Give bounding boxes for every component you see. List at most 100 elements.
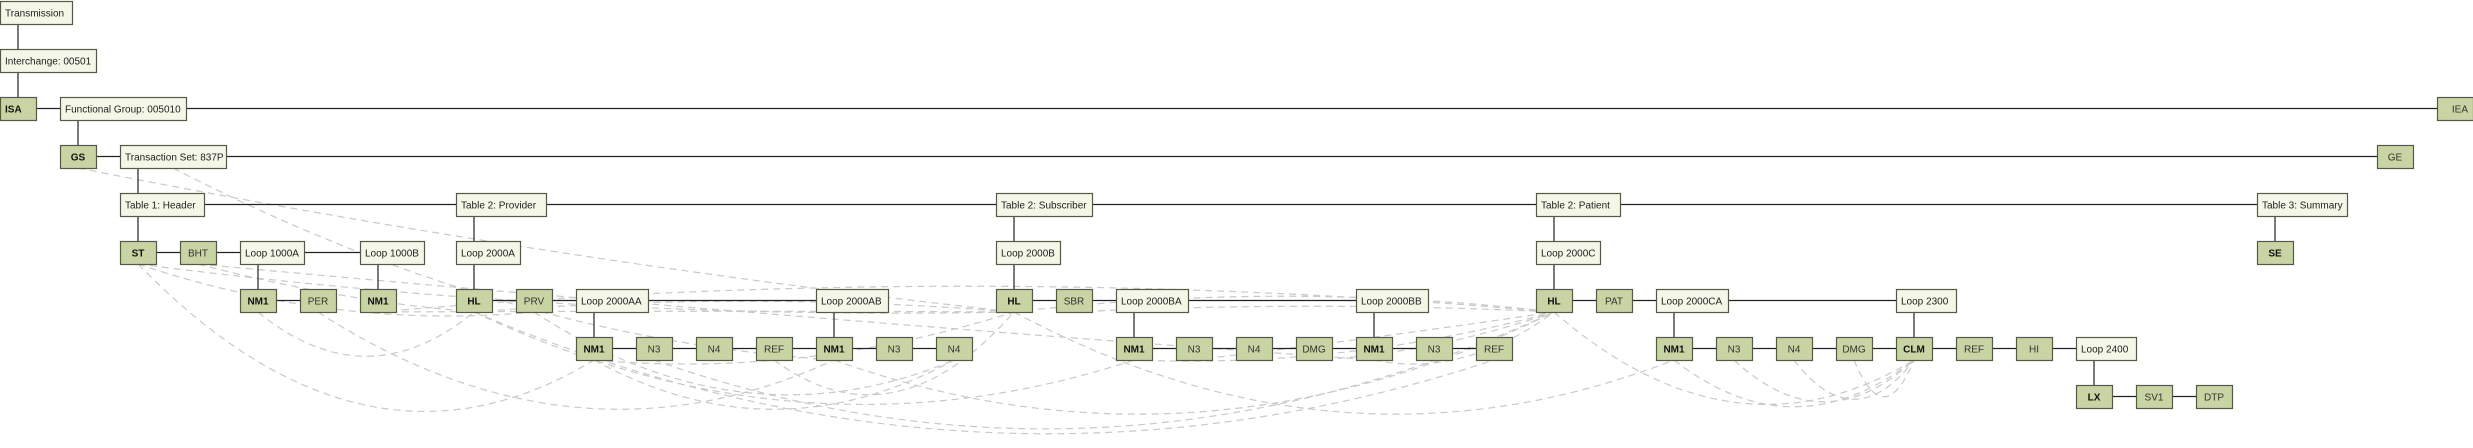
segment-node-ref-aa: REF: [755, 336, 794, 362]
node-box: [935, 336, 974, 362]
node-label: ISA: [5, 105, 22, 116]
node-box: [2075, 336, 2138, 362]
segment-node-nm1-1000a: NM1: [239, 288, 278, 314]
loop-node-l2000a: Loop 2000A: [455, 240, 522, 266]
loop-node-transmission: Transmission: [0, 0, 74, 26]
loop-node-l1000b: Loop 1000B: [359, 240, 426, 266]
loop-node-t2p: Table 2: Provider: [455, 192, 548, 218]
node-box: [1415, 336, 1454, 362]
loop-node-interchange: Interchange: 00501: [0, 48, 98, 74]
node-box: [695, 336, 734, 362]
segment-node-nm1-bb: NM1: [1355, 336, 1394, 362]
node-label: PER: [308, 297, 329, 308]
node-label: SBR: [1064, 297, 1085, 308]
node-box: [2436, 96, 2473, 122]
node-box: [1775, 336, 1814, 362]
dependency-link: [473, 311, 1135, 406]
dependency-link: [1733, 359, 1915, 403]
dependency-link: [1133, 311, 1555, 362]
segment-node-n4-ca: N4: [1775, 336, 1814, 362]
dependency-link: [1013, 295, 1555, 313]
loop-node-l2000aa: Loop 2000AA: [575, 288, 650, 314]
node-box: [59, 96, 188, 122]
segment-node-nm1-aa: NM1: [575, 336, 614, 362]
segment-node-n3-bb: N3: [1415, 336, 1454, 362]
node-box: [179, 240, 218, 266]
node-box: [239, 240, 306, 266]
segment-node-clm: CLM: [1895, 336, 1934, 362]
dependency-link: [1853, 359, 1915, 398]
segment-node-per: PER: [299, 288, 338, 314]
node-box: [1715, 336, 1754, 362]
loop-node-l2000bb: Loop 2000BB: [1355, 288, 1430, 314]
node-box: [455, 240, 522, 266]
segment-node-pat: PAT: [1595, 288, 1634, 314]
node-label: GE: [2388, 153, 2403, 164]
node-box: [1535, 192, 1622, 218]
node-label: NM1: [247, 297, 269, 308]
node-label: Loop 2000AA: [581, 297, 642, 308]
node-label: Loop 2000C: [1541, 249, 1596, 260]
node-label: Interchange: 00501: [5, 57, 92, 68]
node-box: [755, 336, 794, 362]
segment-node-gs: GS: [59, 144, 98, 170]
node-box: [59, 144, 98, 170]
segment-node-nm1-ca: NM1: [1655, 336, 1694, 362]
node-label: BHT: [188, 249, 208, 260]
dependency-link: [1793, 359, 1915, 400]
loop-node-t2pt: Table 2: Patient: [1535, 192, 1622, 218]
node-label: HL: [467, 297, 480, 308]
segment-node-bht: BHT: [179, 240, 218, 266]
loop-node-l2000ca: Loop 2000CA: [1655, 288, 1730, 314]
node-label: GS: [71, 153, 86, 164]
node-label: PAT: [1605, 297, 1623, 308]
node-box: [1535, 288, 1574, 314]
node-box: [1895, 288, 1958, 314]
node-box: [995, 240, 1062, 266]
segment-node-ref-bb: REF: [1475, 336, 1514, 362]
node-box: [1655, 288, 1730, 314]
dependency-link: [137, 263, 595, 413]
node-label: Loop 2000BA: [1121, 297, 1182, 308]
segment-node-se: SE: [2256, 240, 2295, 266]
node-box: [2075, 384, 2114, 410]
node-label: Loop 2000BB: [1361, 297, 1422, 308]
node-box: [239, 288, 278, 314]
node-label: Table 1: Header: [125, 201, 196, 212]
segment-node-n3-ba: N3: [1175, 336, 1214, 362]
node-box: [359, 288, 398, 314]
node-box: [1115, 336, 1154, 362]
node-label: PRV: [524, 297, 545, 308]
node-label: N3: [1728, 345, 1741, 356]
node-label: NM1: [1123, 345, 1145, 356]
node-box: [2135, 384, 2174, 410]
node-label: IEA: [2452, 105, 2468, 116]
node-label: HL: [1007, 297, 1020, 308]
node-label: N3: [648, 345, 661, 356]
segment-node-hi: HI: [2015, 336, 2054, 362]
node-box: [1955, 336, 1994, 362]
segment-node-n4-ab: N4: [935, 336, 974, 362]
node-label: N4: [708, 345, 721, 356]
node-label: N4: [1248, 345, 1261, 356]
segment-node-dmg-ca: DMG: [1835, 336, 1874, 362]
node-box: [575, 288, 650, 314]
node-label: Loop 1000B: [365, 249, 419, 260]
segment-node-n4-ba: N4: [1235, 336, 1274, 362]
segment-node-nm1-ba: NM1: [1115, 336, 1154, 362]
node-label: N4: [948, 345, 961, 356]
node-box: [1475, 336, 1514, 362]
node-box: [1055, 288, 1094, 314]
segment-node-n3-aa: N3: [635, 336, 674, 362]
node-box: [1535, 240, 1602, 266]
node-box: [119, 192, 206, 218]
segment-node-sbr: SBR: [1055, 288, 1094, 314]
node-label: NM1: [823, 345, 845, 356]
node-label: N4: [1788, 345, 1801, 356]
segment-node-iea: IEA: [2436, 96, 2473, 122]
node-box: [1655, 336, 1694, 362]
node-box: [2376, 144, 2415, 170]
node-label: N3: [888, 345, 901, 356]
